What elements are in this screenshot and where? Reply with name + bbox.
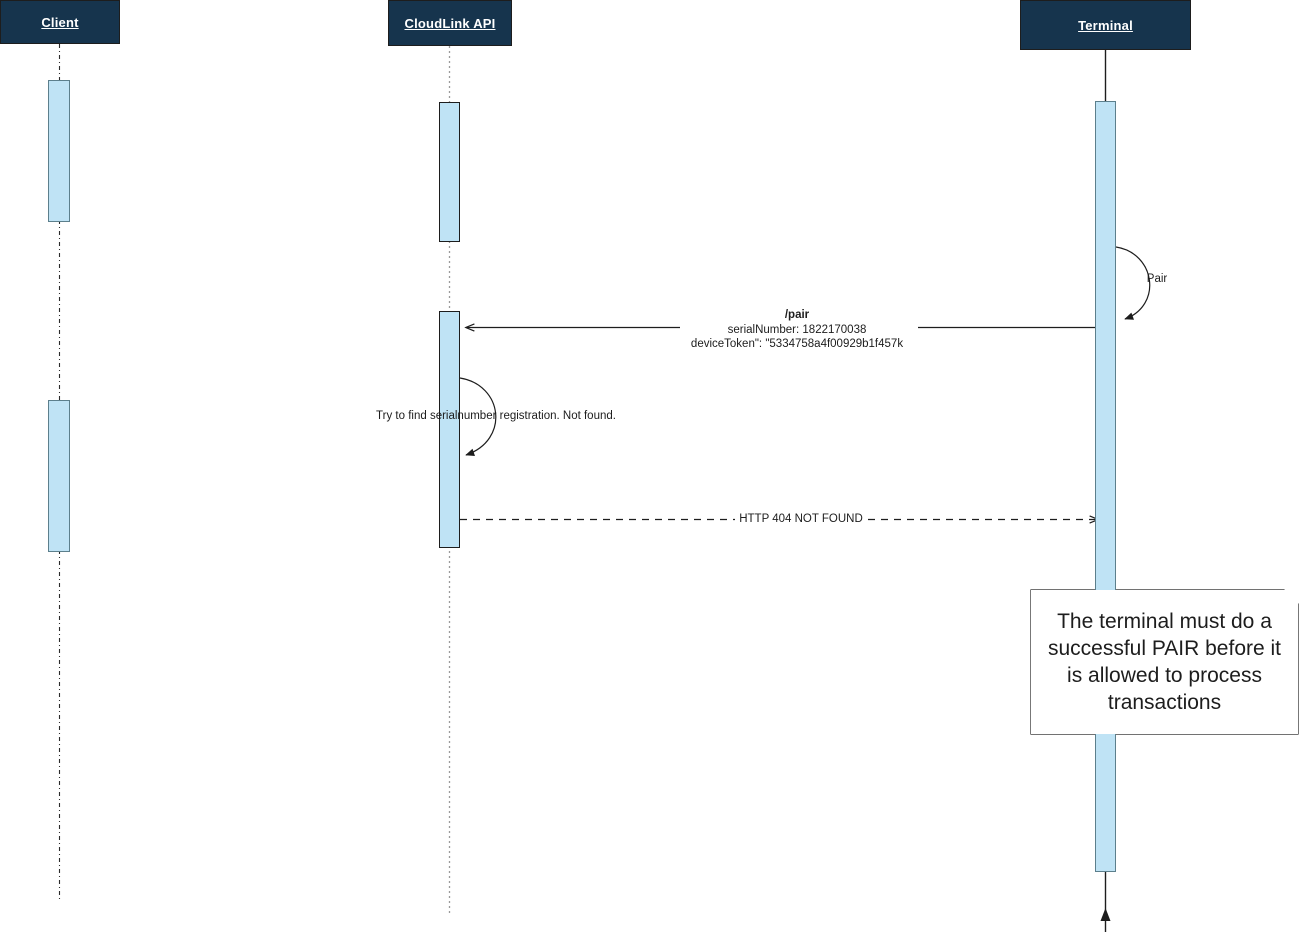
message-pair-request-line-3: deviceToken": "5334758a4f00929b1f457k	[690, 338, 904, 350]
participant-cloudlink-api-label: CloudLink API	[404, 15, 496, 31]
participant-cloudlink-api[interactable]: CloudLink API	[388, 0, 512, 46]
activation-terminal-1	[1095, 101, 1116, 872]
message-pair-self-text: Pair	[1146, 273, 1168, 285]
message-pair-request-line-2: serialNumber: 1822170038	[727, 323, 867, 336]
participant-client-label: Client	[41, 14, 79, 30]
activation-client-2	[48, 400, 70, 552]
message-pair-self-arc	[1115, 246, 1151, 320]
participant-terminal[interactable]: Terminal	[1020, 0, 1191, 50]
message-pair-request-label: /pair serialNumber: 1822170038 deviceTok…	[691, 308, 903, 352]
participant-terminal-label: Terminal	[1078, 17, 1133, 33]
message-http-404-label: HTTP 404 NOT FOUND	[739, 512, 863, 527]
note-pair-requirement-text: The terminal must do a successful PAIR b…	[1047, 610, 1282, 714]
message-lookup-self-text: Try to find serialnumber registration. N…	[376, 410, 616, 422]
message-pair-self-label: Pair	[1147, 272, 1167, 287]
activation-client-1	[48, 80, 70, 222]
note-pair-requirement: The terminal must do a successful PAIR b…	[1031, 590, 1298, 734]
message-lookup-self-arc	[459, 377, 497, 456]
terminal-tail-arrowhead	[1100, 908, 1111, 921]
activation-api-1	[439, 102, 460, 242]
activation-api-2	[439, 311, 460, 548]
participant-client[interactable]: Client	[0, 0, 120, 44]
message-pair-request-line-1: /pair	[784, 309, 810, 321]
message-lookup-self-label: Try to find serialnumber registration. N…	[376, 409, 616, 424]
message-http-404-text: HTTP 404 NOT FOUND	[739, 513, 863, 525]
